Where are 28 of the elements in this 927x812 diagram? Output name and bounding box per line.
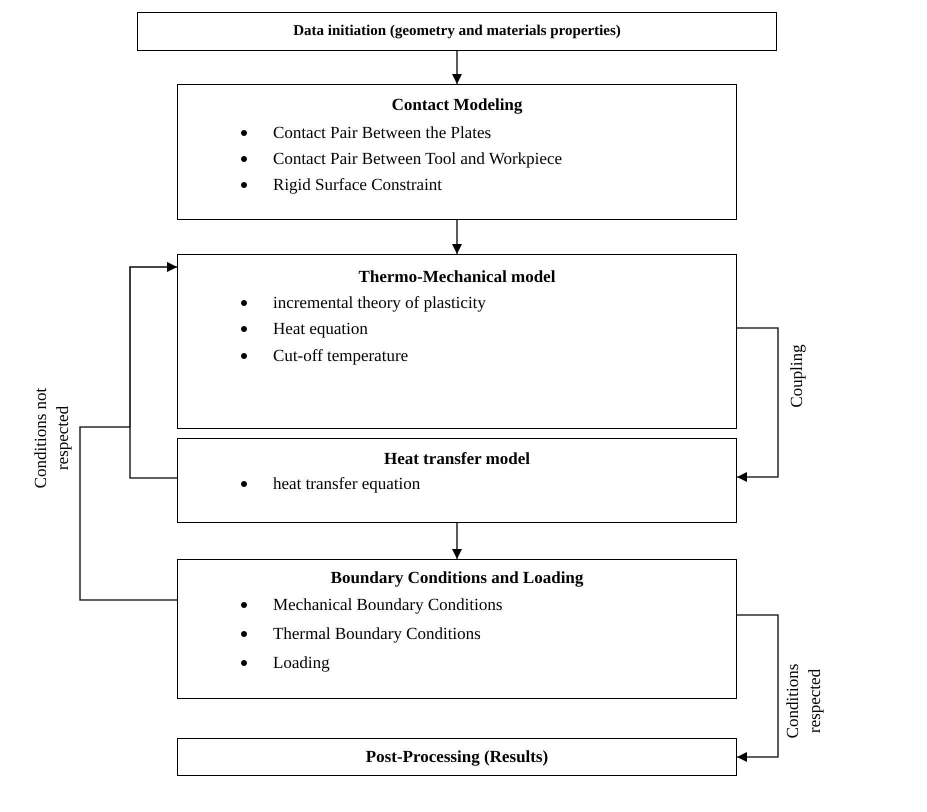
bullet-text: Thermal Boundary Conditions xyxy=(273,624,481,644)
bullet-text: Mechanical Boundary Conditions xyxy=(273,595,502,615)
arrow xyxy=(452,220,462,254)
box-heading: Thermo-Mechanical model xyxy=(358,267,556,287)
bullet-text: Heat equation xyxy=(273,319,368,339)
bullet-text: heat transfer equation xyxy=(273,474,420,494)
bullet-text: incremental theory of plasticity xyxy=(273,293,486,313)
arrow xyxy=(452,523,462,559)
bullet-text: Contact Pair Between Tool and Workpiece xyxy=(273,149,562,169)
process-box xyxy=(177,738,737,776)
bullet-text: Cut-off temperature xyxy=(273,346,408,366)
bullet-text: Loading xyxy=(273,653,330,673)
arrow xyxy=(79,262,177,601)
box-heading: Contact Modeling xyxy=(390,95,524,115)
arrow xyxy=(452,51,462,84)
arrow xyxy=(737,327,779,482)
arrow xyxy=(737,614,779,762)
process-box xyxy=(177,438,737,523)
box-heading: Post-Processing (Results) xyxy=(364,747,550,767)
process-box xyxy=(177,559,737,699)
box-heading: Data initiation (geometry and materials properties) xyxy=(292,23,622,40)
process-box xyxy=(177,84,737,220)
process-box xyxy=(177,254,737,429)
bullet-text: Contact Pair Between the Plates xyxy=(273,123,492,143)
bullet-text: Rigid Surface Constraint xyxy=(273,175,442,195)
box-heading: Heat transfer model xyxy=(382,449,532,469)
box-heading: Boundary Conditions and Loading xyxy=(330,568,584,588)
process-box xyxy=(137,12,777,51)
